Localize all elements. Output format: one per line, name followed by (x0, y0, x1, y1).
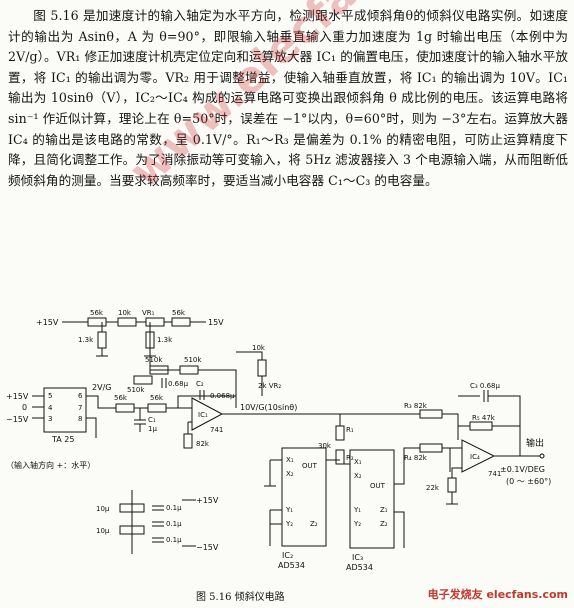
label-c1: C₁ (148, 416, 156, 424)
label-ic3-y2: Y₂ (353, 520, 361, 528)
label-c1u: 1μ (148, 425, 157, 433)
label-ic2-part: AD534 (278, 561, 305, 570)
ta25-body (43, 387, 87, 433)
corner-logo: 电子发烧友 elecfans.com (427, 588, 568, 601)
label-ic1: IC₁ (198, 411, 208, 419)
label-ta25: TA 25 (51, 435, 74, 444)
tilt-meter-schematic: +15V 56k 10k VR₁ 56k 15V 1.3k 1.3k 510k … (6, 309, 551, 603)
label-r56k-a: 56k (90, 309, 104, 317)
label-c068-a: 0.68μ (168, 380, 189, 388)
ic1-opamp (191, 397, 224, 431)
label-ic4: IC₄ (470, 453, 480, 461)
figure-caption: 图 5.16 倾斜仪电路 (196, 590, 285, 603)
label-output: 输出 (526, 437, 544, 449)
label-r56k-d: 56k (150, 394, 164, 402)
ic3-body (349, 449, 395, 549)
label-ic3-y1: Y₁ (353, 506, 361, 514)
label-pin3: 3 (48, 415, 52, 423)
ic2-body (281, 447, 327, 547)
label-pin6: 6 (78, 392, 83, 400)
article-paragraph: 图 5.16 是加速度计的输入轴定为水平方向，检测跟水平成倾斜角θ的倾斜仪电路实… (8, 8, 568, 188)
label-r1-3k-b: 1.3k (157, 336, 173, 344)
ic4-opamp (461, 439, 496, 473)
label-ic3-out: OUT (370, 482, 386, 490)
label-ic3-x2: X₂ (354, 472, 362, 480)
label-ic2-out: OUT (302, 462, 318, 470)
label-node: 10V/G(10sinθ) (240, 403, 297, 412)
label-r56k-b: 56k (172, 309, 186, 317)
label-r510k-b: 510k (184, 356, 202, 364)
label-minus15v-bot: −15V (196, 543, 219, 552)
label-minus15v-top: 15V (208, 318, 224, 327)
label-out-2vg: 2V/G (92, 383, 111, 392)
label-output-range: (0 ～ ±60°) (506, 477, 551, 486)
label-vr1: VR₁ (142, 309, 155, 317)
label-ic2-y1: Y₁ (285, 506, 293, 514)
label-minus15v-left: −15V (6, 415, 29, 424)
label-ic3-part: AD534 (346, 563, 373, 572)
label-r82k-a: 82k (196, 440, 210, 448)
label-r30k: 30k (318, 442, 332, 450)
label-plus15v-bot: +15V (196, 496, 219, 505)
label-ic2-y2: Y₂ (285, 520, 293, 528)
label-zero: 0 (22, 403, 27, 412)
label-pin4: 4 (48, 404, 53, 412)
label-r3-82k: R₃ 82k (404, 402, 428, 410)
label-ic4-part: 741 (488, 470, 501, 478)
label-vr2: 2k VR₂ (258, 382, 281, 390)
label-r1-3k-a: 1.3k (78, 336, 94, 344)
label-ic2-x2: X₂ (286, 470, 294, 478)
label-plus15v-top: +15V (36, 318, 59, 327)
label-r5-47k: R₅ 47k (472, 414, 496, 422)
label-ic2-z2: Z₂ (310, 520, 318, 528)
label-r56k-c: 56k (114, 394, 128, 402)
label-pin5: 5 (48, 392, 52, 400)
label-ic3-z1: Z₁ (380, 506, 388, 514)
label-r510k-c: 510k (127, 386, 145, 394)
label-c3: C₃ 0.68μ (470, 382, 501, 390)
label-c01-a: 0.1μ (166, 504, 182, 512)
label-ic2: IC₂ (282, 551, 293, 560)
label-ic2-x1: X₁ (286, 456, 294, 464)
label-output-spec: ±0.1V/DEG (500, 465, 545, 474)
label-r510k-a: 510k (145, 356, 163, 364)
label-pin7: 7 (78, 404, 82, 412)
label-r4-82k: R₄ 82k (404, 454, 428, 462)
label-r10k-b: 10k (252, 344, 266, 352)
label-10u-b: 10μ (96, 527, 110, 535)
label-plus15v-left: +15V (6, 392, 29, 401)
label-axis-note: （输入轴方向 +：水平） (6, 460, 95, 470)
label-ic3-z2: Z₂ (380, 520, 388, 528)
label-pin8: 8 (78, 415, 82, 423)
label-ic1-part: 741 (210, 426, 223, 434)
label-r22k: 22k (426, 484, 440, 492)
label-ic3-x1: X₁ (354, 458, 362, 466)
label-c01-b: 0.1μ (166, 520, 182, 528)
label-c01-c: 0.1μ (166, 536, 182, 544)
label-10u-a: 10μ (96, 505, 110, 513)
label-r10k-a: 10k (118, 309, 132, 317)
label-c2: C₂ (196, 380, 204, 388)
article-text: 图 5.16 是加速度计的输入轴定为水平方向，检测跟水平成倾斜角θ的倾斜仪电路实… (8, 6, 568, 191)
label-ic3: IC₃ (352, 553, 363, 562)
label-r1: R₁ (346, 426, 354, 434)
